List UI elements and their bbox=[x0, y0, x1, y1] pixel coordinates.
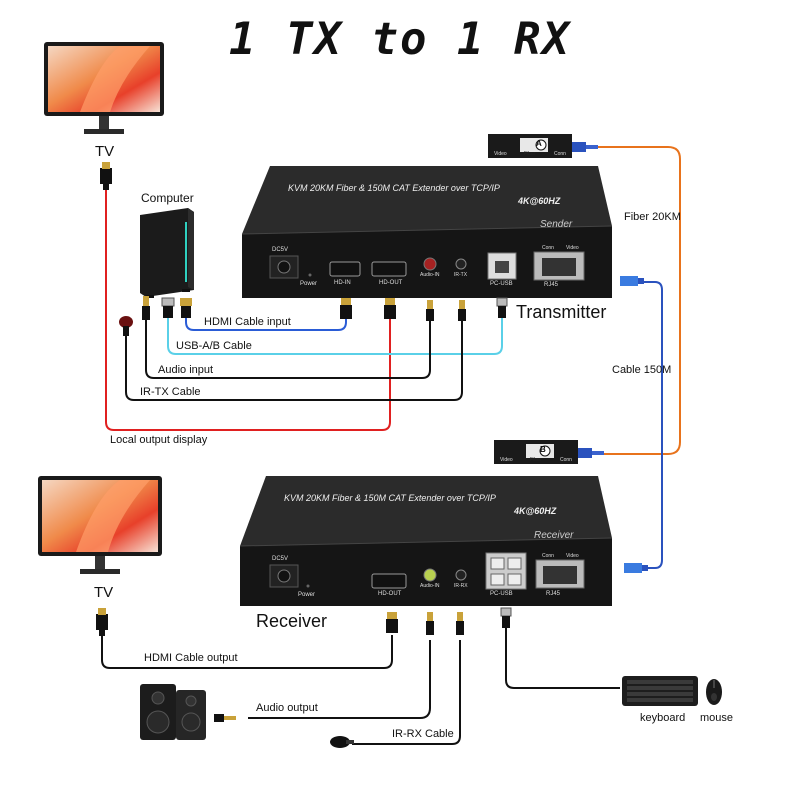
sender-port-ir-tx: IR-TX bbox=[454, 272, 468, 278]
receiver-box bbox=[239, 476, 613, 606]
computer-label: Computer bbox=[141, 191, 194, 205]
speakers bbox=[140, 684, 236, 740]
sender-port-video: Video bbox=[566, 245, 579, 251]
fiber-module-a-video: Video bbox=[494, 151, 507, 157]
keyboard-label: keyboard bbox=[640, 712, 686, 724]
transmitter-label: Transmitter bbox=[516, 302, 607, 322]
receiver-port-conn: Conn bbox=[542, 553, 554, 559]
fiber-module-a-fiber: Fiber bbox=[524, 151, 536, 157]
audio-input-label: Audio input bbox=[158, 364, 214, 376]
hdmi-plug-tv-bottom bbox=[96, 608, 108, 636]
ir-rx-eye bbox=[330, 736, 354, 748]
audio-input-cable bbox=[145, 320, 431, 379]
sender-spec: 4K@60HZ bbox=[518, 196, 561, 206]
sender-port-conn: Conn bbox=[542, 245, 554, 251]
sender-plugs bbox=[340, 297, 508, 321]
computer-connectors bbox=[119, 296, 192, 336]
mouse bbox=[706, 679, 722, 705]
receiver-port-hd-out: HD-OUT bbox=[378, 591, 402, 597]
cable-length-label: Cable 150M bbox=[612, 364, 672, 376]
computer-tower bbox=[140, 208, 194, 298]
hdmi-output-label: HDMI Cable output bbox=[144, 652, 238, 664]
fiber-module-b-fiber: Fiber bbox=[530, 457, 542, 463]
fiber-module-b bbox=[494, 440, 604, 464]
sender-port-dc: DC5V bbox=[272, 247, 289, 253]
receiver-name: Receiver bbox=[534, 530, 574, 541]
audio-output-cable bbox=[248, 640, 431, 719]
tv-top-label: TV bbox=[95, 143, 115, 160]
fiber-module-a-conn: Conn bbox=[554, 151, 566, 157]
local-output-label: Local output display bbox=[110, 434, 208, 446]
receiver-port-power: Power bbox=[298, 592, 316, 598]
sender-port-audio-in: Audio-IN bbox=[420, 272, 440, 278]
usb-keyboard-cable bbox=[505, 625, 620, 689]
hdmi-input-cable bbox=[185, 318, 347, 331]
fiber-module-a bbox=[488, 134, 598, 158]
rj45-plug-bottom bbox=[624, 563, 648, 573]
rj45-plug-top bbox=[620, 276, 644, 286]
hdmi-plug-tv-top bbox=[100, 162, 112, 190]
mouse-label: mouse bbox=[700, 712, 734, 724]
ir-rx-label: IR-RX Cable bbox=[392, 728, 454, 740]
sender-headline: KVM 20KM Fiber & 150M CAT Extender over … bbox=[288, 183, 500, 193]
receiver-headline: KVM 20KM Fiber & 150M CAT Extender over … bbox=[284, 493, 496, 503]
sender-port-rj45: RJ45 bbox=[544, 282, 559, 288]
receiver-port-rj45: RJ45 bbox=[546, 591, 561, 597]
hdmi-input-label: HDMI Cable input bbox=[204, 316, 291, 328]
local-output-cable bbox=[105, 190, 391, 431]
fiber-module-b-conn: Conn bbox=[560, 457, 572, 463]
receiver-spec: 4K@60HZ bbox=[514, 506, 557, 516]
tv-bottom bbox=[38, 476, 162, 574]
receiver-label: Receiver bbox=[256, 611, 328, 631]
sender-port-power: Power bbox=[300, 281, 318, 287]
tv-top bbox=[44, 42, 164, 134]
sender-port-pc-usb: PC-USB bbox=[490, 281, 513, 287]
fiber-cable bbox=[598, 146, 681, 455]
receiver-plugs bbox=[386, 607, 512, 635]
receiver-port-video: Video bbox=[566, 553, 579, 559]
ir-tx-label: IR-TX Cable bbox=[140, 386, 201, 398]
receiver-port-dc: DC5V bbox=[272, 556, 289, 562]
fiber-length-label: Fiber 20KM bbox=[624, 211, 681, 223]
usb-ab-cable bbox=[167, 318, 503, 355]
usb-ab-label: USB-A/B Cable bbox=[176, 340, 252, 352]
sender-name: Sender bbox=[540, 219, 573, 230]
sender-port-hd-out: HD-OUT bbox=[379, 280, 403, 286]
receiver-port-ir-rx: IR-RX bbox=[454, 583, 468, 589]
tv-bottom-label: TV bbox=[94, 584, 114, 601]
ir-tx-cable bbox=[125, 320, 463, 401]
audio-output-label: Audio output bbox=[256, 702, 318, 714]
keyboard bbox=[622, 676, 698, 706]
cat-cable bbox=[640, 281, 663, 569]
sender-box bbox=[241, 166, 613, 298]
receiver-port-pc-usb: PC-USB bbox=[490, 591, 513, 597]
sender-port-hd-in: HD-IN bbox=[334, 280, 351, 286]
fiber-module-b-video: Video bbox=[500, 457, 513, 463]
receiver-port-audio-in: Audio-IN bbox=[420, 583, 440, 589]
fiber-module-b-badge: B bbox=[540, 445, 546, 454]
hdmi-output-cable bbox=[101, 635, 393, 669]
diagram-title: 1 TX to 1 RX bbox=[229, 14, 571, 65]
ir-rx-cable bbox=[352, 640, 461, 745]
fiber-module-a-badge: A bbox=[536, 139, 542, 148]
